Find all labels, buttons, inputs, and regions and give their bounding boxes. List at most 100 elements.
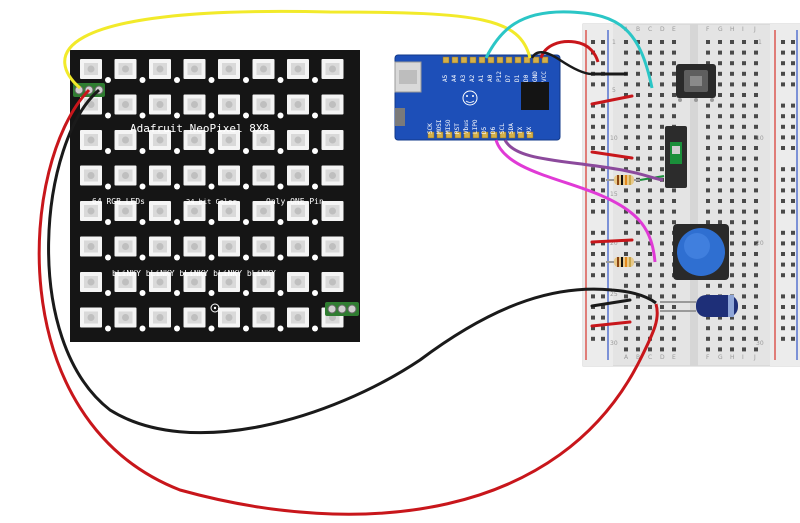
rail-hole [791,82,795,87]
breadboard-hole [754,50,758,55]
led-capacitor-dot [277,183,284,190]
breadboard-hole [718,167,722,172]
rail-hole [781,188,785,193]
neopixel-led [149,307,171,328]
breadboard-hole [730,347,734,352]
neopixel-led [252,59,275,79]
breadboard-hole [754,347,758,352]
led-capacitor-dot [208,77,215,83]
neopixel-led [183,130,206,150]
led-capacitor-dot [139,219,146,225]
breadboard-hole [660,40,664,44]
breadboard-hole [624,336,628,341]
rail-hole [781,71,785,76]
neopixel-led [321,59,344,79]
mcu-bottom-pin-labels: SCK MOSI MISO RST Vbus LIPO D5 D6 SCL SD… [427,119,533,134]
breadboard-hole [730,135,734,140]
breadboard-hole [672,40,676,44]
neopixel-led [252,307,275,328]
breadboard-hole [718,50,722,55]
breadboard-hole [672,71,676,76]
breadboard-hole [754,252,758,256]
led-capacitor-dot [312,254,318,261]
rail-hole [781,209,785,214]
breadboard-hole [742,209,746,214]
neopixel-led [80,94,102,115]
led-capacitor-dot [139,112,146,119]
breadboard-hole [636,305,640,309]
breadboard-hole [648,209,652,214]
rail-hole [601,167,605,172]
neopixel-led [287,59,309,79]
matrix-board [70,50,360,342]
neopixel-led [114,272,137,292]
breadboard-hole [730,82,734,87]
breadboard-hole [624,305,628,309]
neopixel-led [114,59,137,79]
led-capacitor-dot [139,148,146,154]
neopixel-led [252,94,275,115]
breadboard-hole [730,156,734,161]
wire-red-power [37,88,659,516]
header-pin [481,131,489,139]
neopixel-led [321,236,344,257]
pin-label-a3: A3 [460,74,467,82]
rail-hole [781,124,785,129]
neopixel-led [149,201,171,221]
led-capacitor-dot [277,148,284,154]
breadboard-hole [660,220,664,225]
breadboard-hole [672,336,676,341]
breadboard-hole [648,315,652,320]
rail-hole [591,209,595,214]
breadboard-hole [624,124,628,129]
breadboard-hole [706,188,710,193]
led-capacitor-dot [243,77,249,83]
breadboard-hole [718,135,722,140]
breadboard-hole [648,156,652,161]
breadboard-hole [742,103,746,108]
rail-hole [781,262,785,267]
breadboard-hole [624,93,628,97]
wire-black-gnd [530,51,593,76]
breadboard-hole [706,156,710,161]
col-label-c: C [648,26,652,33]
breadboard-hole [624,82,628,87]
center-channel [690,24,698,366]
col-label-e: E [672,26,676,33]
neopixel-led [149,165,171,186]
breadboard-hole [730,93,734,97]
rail-hole [791,103,795,108]
breadboard-hole [730,252,734,256]
neopixel-led [114,201,137,221]
rail-hole [781,82,785,87]
breadboard-hole [730,61,734,66]
rail-hole [591,188,595,193]
led-capacitor-dot [139,290,146,296]
rail-hole [591,124,595,129]
breadboard-hole [660,114,664,119]
breadboard-hole [754,283,758,288]
breadboard-hole [672,283,676,288]
breadboard-hole [672,294,676,299]
breadboard-hole [624,315,628,320]
resistor [606,175,640,185]
breadboard-hole [754,71,758,76]
breadboard-hole [706,167,710,172]
breadboard-hole [754,103,758,108]
breadboard-hole [718,199,722,203]
led-capacitor-dot [105,148,111,154]
breadboard-hole [624,273,628,278]
breadboard-hole [648,294,652,299]
neopixel-led [321,130,344,150]
breadboard-hole [660,230,664,235]
neopixel-led [149,272,171,292]
header-pin [472,131,480,139]
breadboard-hole [648,241,652,246]
rail-hole [591,146,595,150]
breadboard-hole [742,199,746,203]
mcu-bottom-header [427,131,534,139]
breadboard-hole [660,146,664,150]
neopixel-led [183,59,206,79]
breadboard-hole [660,283,664,288]
